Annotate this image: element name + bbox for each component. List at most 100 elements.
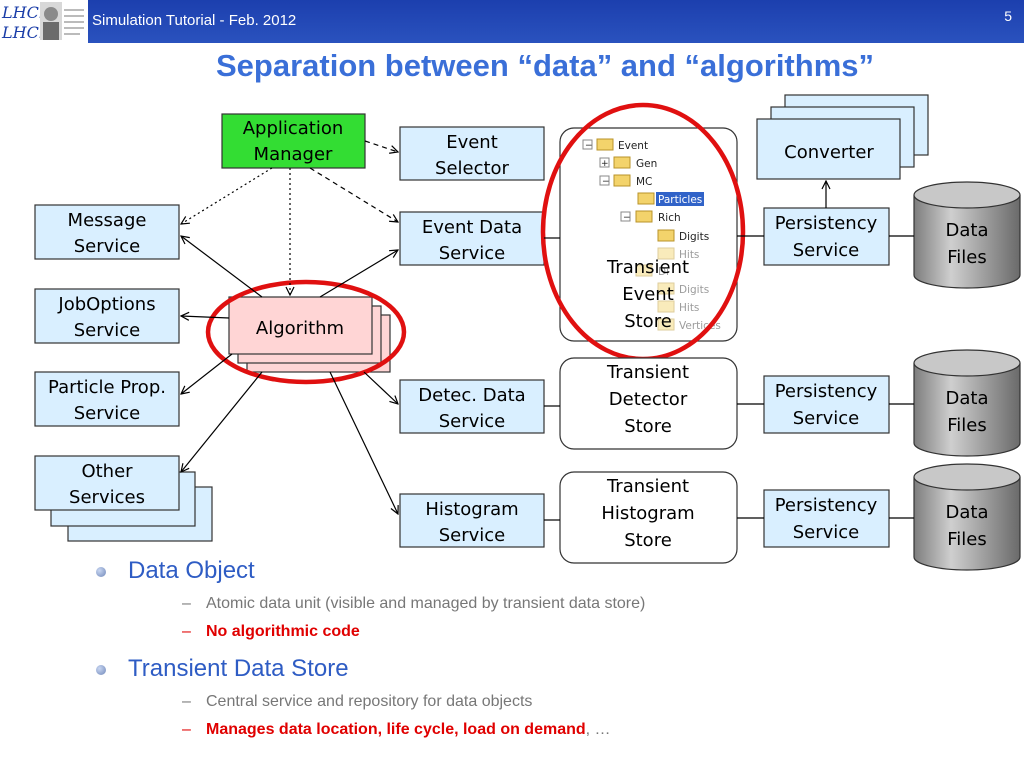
data-files-1-line1: Data [946, 220, 989, 241]
header-bar: LHCb LHCb Simulation Tutorial - Feb. 201… [0, 0, 1024, 43]
joboptions-service-box: JobOptions Service [34, 288, 180, 344]
histogram-service-line2: Service [439, 525, 506, 546]
histogram-store-line2: Histogram [601, 503, 694, 524]
particle-prop-service-line1: Particle Prop. [48, 377, 166, 398]
tree-label-di: Di [658, 266, 669, 278]
histogram-store-line3: Store [624, 530, 672, 551]
arrow-alg-detecdata [363, 371, 398, 404]
tree-item-rich: − Rich [620, 210, 681, 224]
tree-label-digits-2: Digits [679, 284, 709, 296]
application-manager-box: Application Manager [221, 113, 366, 169]
tree-item-particles: Particles [637, 192, 704, 206]
particle-prop-service-line2: Service [74, 403, 141, 424]
tree-item-mc: − MC [599, 174, 652, 188]
transient-detector-store: Transient Detector Store [559, 357, 738, 450]
tree-label-digits: Digits [679, 231, 709, 243]
tree-item-digits-2: Digits [657, 282, 709, 296]
message-service-line1: Message [68, 210, 147, 231]
persistency-service-detector-box: Persistency Service [763, 375, 890, 434]
page-number: 5 [1004, 8, 1012, 24]
detec-data-service-line2: Service [439, 411, 506, 432]
tree-item-gen: + Gen [599, 156, 657, 170]
tree-label-mc: MC [636, 176, 652, 188]
transient-histogram-store: Transient Histogram Store [559, 471, 738, 564]
app-manager-line1: Application [243, 118, 344, 139]
joboptions-service-line2: Service [74, 320, 141, 341]
tree-label-rich: Rich [658, 212, 681, 224]
tree-label-gen: Gen [636, 158, 657, 170]
tree-item-event: − Event [582, 138, 648, 152]
message-service-line2: Service [74, 236, 141, 257]
event-store-line3: Store [624, 311, 672, 332]
algorithm-label: Algorithm [256, 318, 344, 339]
event-store-line2: Event [622, 284, 674, 305]
persistency-service-histogram-box: Persistency Service [763, 489, 890, 548]
detector-store-line1: Transient [606, 362, 689, 383]
persistency-detector-line1: Persistency [775, 381, 878, 402]
tree-item-digits: Digits [657, 229, 709, 243]
other-services-stack: Other Services [34, 455, 213, 542]
connectors [181, 140, 914, 521]
persistency-service-event-box: Persistency Service [763, 207, 890, 266]
arrow-alg-message [181, 236, 263, 298]
histogram-service-box: Histogram Service [399, 493, 545, 548]
particle-prop-service-box: Particle Prop. Service [34, 371, 180, 427]
detector-store-line2: Detector [609, 389, 688, 410]
arrow-appmgr-message [181, 167, 273, 224]
arrow-alg-eventdata [319, 250, 398, 298]
converter-stack: Converter [756, 94, 929, 180]
tree-label-event: Event [618, 140, 648, 152]
histogram-service-line1: Histogram [425, 499, 518, 520]
other-services-line2: Services [69, 487, 145, 508]
svg-text:−: − [623, 213, 631, 223]
data-files-cylinder-1: Data Files [913, 181, 1021, 289]
joboptions-service-line1: JobOptions [57, 294, 155, 315]
converter-label: Converter [784, 142, 874, 163]
data-files-2-line2: Files [947, 415, 987, 436]
event-data-service-line2: Service [439, 243, 506, 264]
arrow-alg-otherservices [181, 371, 263, 472]
algorithm-highlight [205, 279, 407, 385]
tree-label-hits: Hits [679, 249, 699, 261]
tree-item-hits: Hits [657, 247, 699, 261]
other-services-line1: Other [81, 461, 133, 482]
tree-label-particles: Particles [658, 194, 702, 206]
arrow-alg-histogram [329, 371, 398, 514]
event-selector-line2: Selector [435, 158, 510, 179]
svg-text:−: − [585, 141, 593, 151]
event-selector-box: Event Selector [399, 126, 545, 181]
svg-text:+: + [601, 159, 609, 169]
histogram-store-line1: Transient [606, 476, 689, 497]
persistency-event-line1: Persistency [775, 213, 878, 234]
tree-item-hits-2: Hits [657, 300, 699, 314]
arrow-alg-particleprop [181, 353, 233, 394]
detec-data-service-line1: Detec. Data [418, 385, 525, 406]
data-files-2-line1: Data [946, 388, 989, 409]
header-title: Simulation Tutorial - Feb. 2012 [92, 12, 297, 29]
event-selector-line1: Event [446, 132, 498, 153]
data-files-cylinder-3: Data Files [913, 463, 1021, 571]
svg-text:LHCb: LHCb [1, 3, 49, 22]
persistency-event-line2: Service [793, 240, 860, 261]
data-files-3-line2: Files [947, 529, 987, 550]
svg-text:−: − [602, 177, 610, 187]
app-manager-line2: Manager [254, 144, 333, 165]
arrow-alg-joboptions [181, 316, 230, 318]
persistency-histogram-line1: Persistency [775, 495, 878, 516]
data-files-cylinder-2: Data Files [913, 349, 1021, 457]
algorithm-stack: Algorithm [228, 296, 391, 373]
slide-title: Separation between “data” and “algorithm… [215, 48, 874, 83]
message-service-box: Message Service [34, 204, 180, 260]
svg-text:LHCb: LHCb [1, 23, 49, 42]
arrow-appmgr-eventdata [309, 167, 398, 222]
event-store-line1: Transient [606, 257, 689, 278]
data-files-1-line2: Files [947, 247, 987, 268]
data-files-3-line1: Data [946, 502, 989, 523]
transient-event-store: − Event + Gen − MC Particles [559, 127, 738, 342]
tree-item-di: Di [635, 264, 669, 278]
event-data-service-line1: Event Data [422, 217, 522, 238]
event-data-service-box: Event Data Service [399, 211, 545, 266]
tree-label-hits-2: Hits [679, 302, 699, 314]
persistency-detector-line2: Service [793, 408, 860, 429]
